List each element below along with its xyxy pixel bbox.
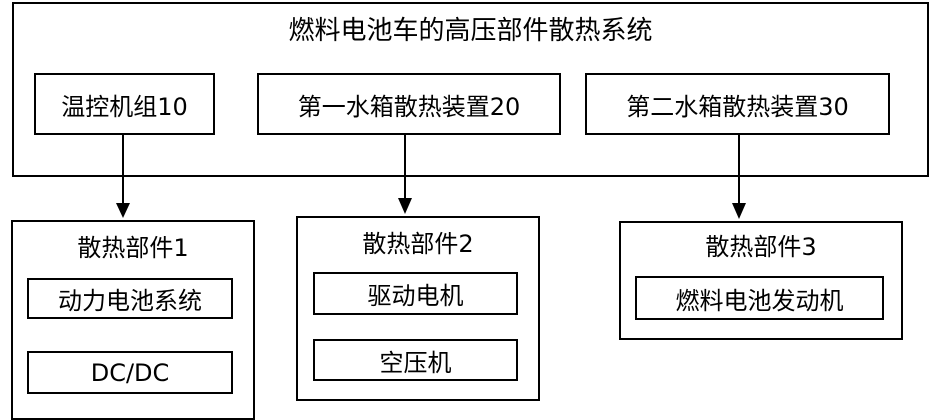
connector-arrows — [116, 135, 746, 219]
component-item-label: 动力电池系统 — [58, 287, 202, 315]
unit-box-first-radiator: 第一水箱散热装置20 — [257, 73, 561, 135]
arrow-second-radiator-to-component-3 — [732, 135, 746, 219]
arrow-first-radiator-to-component-2 — [398, 135, 412, 214]
component-item-dcdc: DC/DC — [27, 351, 233, 394]
component-item-label: 燃料电池发动机 — [675, 286, 844, 315]
component-item-label: DC/DC — [90, 358, 170, 387]
component-title-1: 散热部件1 — [77, 234, 189, 262]
component-title-2: 散热部件2 — [362, 230, 474, 258]
arrow-temperature-control-to-component-1 — [116, 135, 130, 218]
component-item-air-compressor: 空压机 — [313, 339, 518, 381]
component-item-label: 空压机 — [379, 348, 452, 377]
component-title-3: 散热部件3 — [705, 233, 817, 261]
unit-box-temperature-control: 温控机组10 — [34, 73, 215, 135]
component-item-label: 驱动电机 — [367, 282, 464, 310]
component-item-fuel-cell-engine: 燃料电池发动机 — [635, 276, 884, 320]
unit-label-second-radiator: 第二水箱散热装置30 — [626, 92, 849, 121]
component-item-power-battery: 动力电池系统 — [27, 278, 233, 319]
unit-box-second-radiator: 第二水箱散热装置30 — [585, 73, 890, 135]
unit-label-first-radiator: 第一水箱散热装置20 — [297, 92, 521, 121]
component-item-drive-motor: 驱动电机 — [313, 272, 518, 315]
system-title: 燃料电池车的高压部件散热系统 — [288, 16, 653, 46]
unit-label-temperature-control: 温控机组10 — [61, 92, 188, 121]
